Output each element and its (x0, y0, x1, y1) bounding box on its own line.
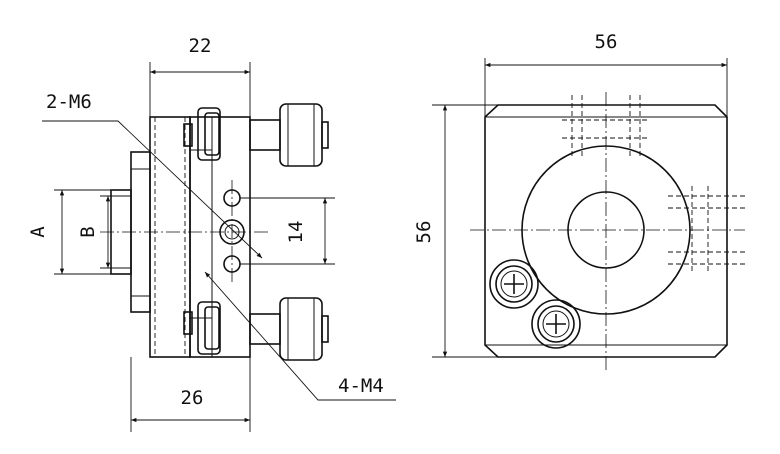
front-view (432, 58, 745, 372)
label-dim-56-side: 56 (413, 221, 435, 244)
leader-2m6 (42, 120, 263, 259)
leader-4m4 (204, 271, 396, 401)
front-screw-1 (489, 259, 539, 309)
side-view (42, 62, 396, 432)
label-dim-22: 22 (189, 35, 212, 57)
side-adjust-screw-top (197, 103, 329, 167)
label-dim-b: B (77, 226, 99, 237)
label-callout-2m6: 2-M6 (46, 91, 92, 113)
front-screw-2 (531, 299, 581, 349)
label-dim-26: 26 (181, 387, 204, 409)
label-dim-14: 14 (285, 221, 307, 244)
label-dim-56-top: 56 (595, 31, 618, 53)
label-callout-4m4: 4-M4 (338, 375, 384, 397)
side-adjust-screw-bottom (197, 297, 329, 361)
label-dim-a: A (27, 226, 49, 238)
